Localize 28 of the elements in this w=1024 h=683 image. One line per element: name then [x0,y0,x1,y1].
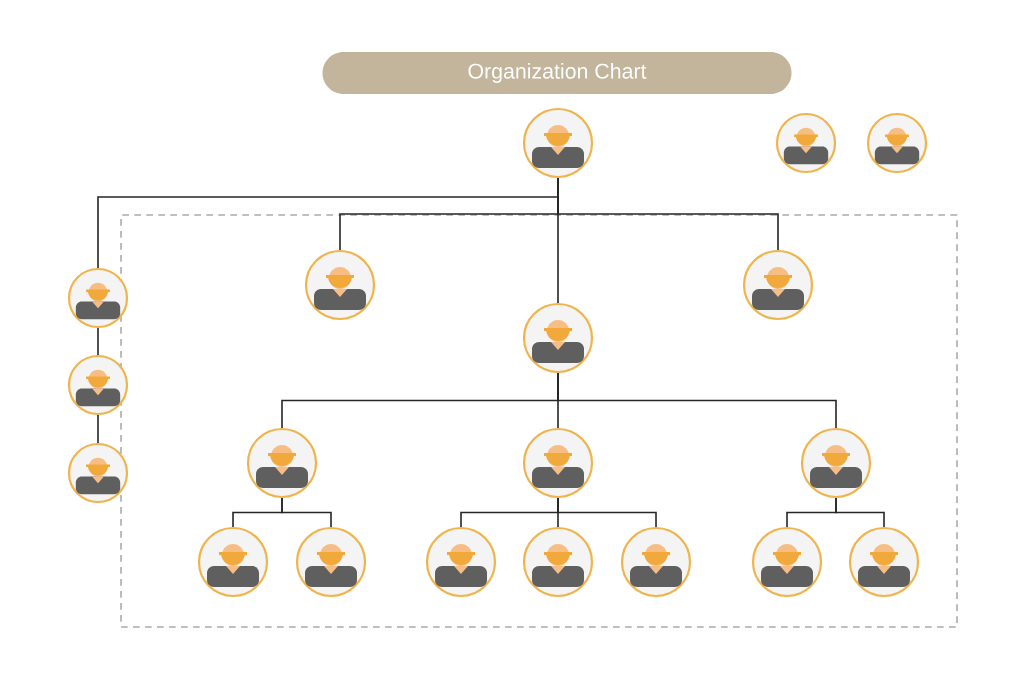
person-icon [425,526,497,598]
person-icon [848,526,920,598]
dashed-frame [120,214,958,628]
connector-line [557,372,837,429]
person-icon [742,249,814,321]
person-icon [246,427,318,499]
connector-line [97,414,99,444]
person-icon [67,354,129,416]
person-icon [522,107,594,179]
person-icon [197,526,269,598]
title-banner: Organization Chart [322,52,792,94]
connector-line [97,327,99,356]
person-icon [522,526,594,598]
person-icon [522,302,594,374]
person-icon [67,442,129,504]
person-icon [866,112,928,174]
person-icon [751,526,823,598]
person-icon [775,112,837,174]
connector-line [835,497,885,528]
connector-line [281,497,332,528]
connector-line [557,177,559,304]
person-icon [620,526,692,598]
person-icon [295,526,367,598]
connector-line [557,497,657,528]
person-icon [304,249,376,321]
person-icon [67,267,129,329]
person-icon [522,427,594,499]
person-icon [800,427,872,499]
